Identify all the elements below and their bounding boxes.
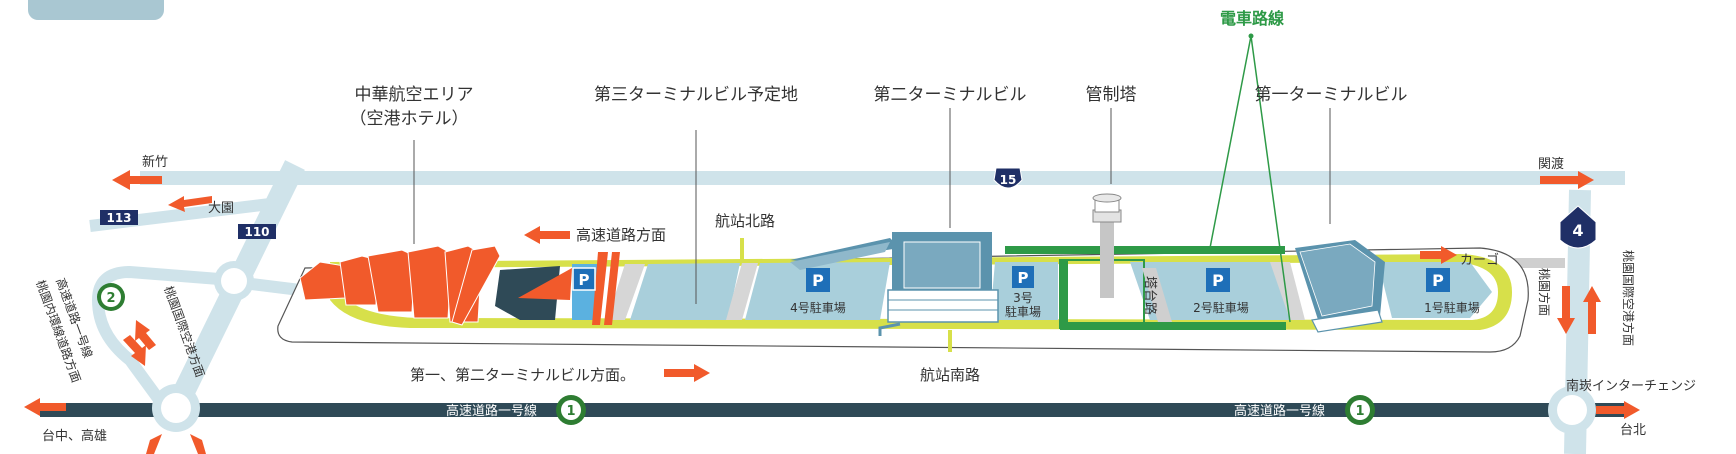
label-p3-line1: 3号 — [1013, 291, 1033, 305]
label-north-road: 航站北路 — [715, 212, 775, 230]
separator — [607, 264, 645, 320]
arrow-right-taipei — [1596, 401, 1640, 419]
route-1-badge-right: 1 — [1345, 395, 1375, 425]
arrow-offscreen-1 — [146, 434, 162, 454]
separator — [726, 263, 758, 320]
terminal-1-building — [1295, 240, 1385, 333]
svg-text:P: P — [1432, 271, 1444, 290]
p3-zone — [990, 262, 1058, 320]
svg-text:2: 2 — [106, 291, 115, 306]
roundabouts — [152, 261, 1596, 434]
label-expressway-no1-left: 高速道路一号線 — [446, 403, 537, 419]
label-toward-airport-left: 桃園国際空港方面 — [161, 284, 208, 379]
label-rail-line: 電車路線 — [1220, 9, 1284, 28]
label-hsinchu: 新竹 — [142, 154, 168, 170]
label-south-road: 航站南路 — [920, 366, 980, 384]
label-p1: 1号駐車場 — [1424, 300, 1480, 315]
svg-text:P: P — [1212, 271, 1224, 290]
route-2-badge: 2 — [97, 283, 125, 311]
separator — [1270, 262, 1305, 320]
arrow-left-dayuan — [168, 196, 212, 212]
svg-text:P: P — [579, 271, 590, 289]
route-4-badge: 4 — [1559, 205, 1597, 249]
parking-sign-p3: P — [1012, 266, 1034, 288]
label-cargo: カーゴ — [1460, 252, 1499, 268]
svg-text:15: 15 — [1000, 173, 1017, 187]
terminal-2-building — [790, 232, 999, 336]
label-taipei: 台北 — [1620, 423, 1646, 438]
label-dayuan: 大園 — [208, 201, 234, 216]
route-15-badge: 15 — [993, 167, 1023, 189]
tower-road — [1142, 268, 1172, 322]
rail-line-leader — [1209, 35, 1291, 323]
label-p3-line2: 駐車場 — [1005, 304, 1041, 319]
label-expressway-no1-right: 高速道路一号線 — [1234, 403, 1325, 419]
leader-lines — [413, 108, 1331, 304]
map-labels: 中華航空エリア （空港ホテル） 第三ターミナルビル予定地 第二ターミナルビル 管… — [33, 9, 1696, 444]
label-airport-hotel: （空港ホテル） — [350, 109, 469, 129]
t3-site-zone — [630, 263, 740, 320]
china-airlines-buildings — [299, 245, 501, 326]
label-terminal1: 第一ターミナルビル — [1255, 85, 1408, 105]
arrow-left-expressway — [524, 226, 570, 244]
arrow-up-right-road — [1583, 286, 1601, 334]
parking-sign-p2: P — [1206, 268, 1230, 292]
south-road-marker — [948, 330, 952, 352]
svg-text:1: 1 — [566, 404, 575, 419]
svg-text:P: P — [812, 271, 824, 290]
route-1-badge-left: 1 — [556, 395, 586, 425]
label-terminal2: 第二ターミナルビル — [874, 85, 1027, 105]
arrow-down-left-road — [123, 335, 146, 366]
svg-text:1: 1 — [1355, 404, 1364, 419]
arrow-offscreen-2 — [190, 434, 206, 454]
label-p4: 4号駐車場 — [790, 300, 846, 315]
label-taichung-kaohsiung: 台中、高雄 — [42, 428, 107, 444]
route-113-badge: 113 — [100, 210, 138, 225]
arrow-down-right-road — [1557, 286, 1575, 334]
parking-sign-hotel: P — [572, 267, 596, 291]
arrow-right-cargo — [1420, 246, 1457, 264]
parking-sign-p1: P — [1426, 268, 1450, 292]
route-110-badge: 110 — [238, 224, 276, 239]
svg-text:P: P — [1018, 269, 1029, 287]
label-toward-airport-right: 桃園国際空港方面 — [1621, 250, 1636, 346]
label-p2: 2号駐車場 — [1193, 300, 1249, 315]
label-toward-t1-t2: 第一、第二ターミナルビル方面。 — [410, 366, 635, 384]
label-guandu: 関渡 — [1538, 156, 1564, 172]
parking-sign-p4: P — [806, 268, 830, 292]
direction-arrows — [24, 170, 1640, 454]
label-china-airlines-area: 中華航空エリア — [355, 85, 474, 105]
label-nankan-ic: 南崁インターチェンジ — [1566, 378, 1696, 394]
svg-text:110: 110 — [244, 225, 269, 239]
arrow-up-left-road — [135, 320, 156, 350]
arrow-left-taichung — [24, 398, 66, 416]
header-tab — [28, 0, 164, 20]
arrow-left-hsinchu — [112, 170, 162, 190]
label-control-tower: 管制塔 — [1086, 85, 1137, 105]
label-terminal3-site: 第三ターミナルビル予定地 — [594, 85, 798, 105]
label-toward-expressway: 高速道路方面 — [576, 226, 666, 244]
svg-text:4: 4 — [1572, 221, 1583, 240]
arrow-right-t1t2 — [664, 364, 710, 382]
svg-text:113: 113 — [106, 211, 131, 225]
label-tower-road: 塔台路 — [1142, 276, 1158, 315]
control-tower — [1092, 193, 1122, 298]
arrow-right-guandu — [1540, 171, 1594, 189]
north-road-marker — [740, 238, 744, 260]
label-toward-taoyuan: 桃園方面 — [1537, 268, 1552, 316]
